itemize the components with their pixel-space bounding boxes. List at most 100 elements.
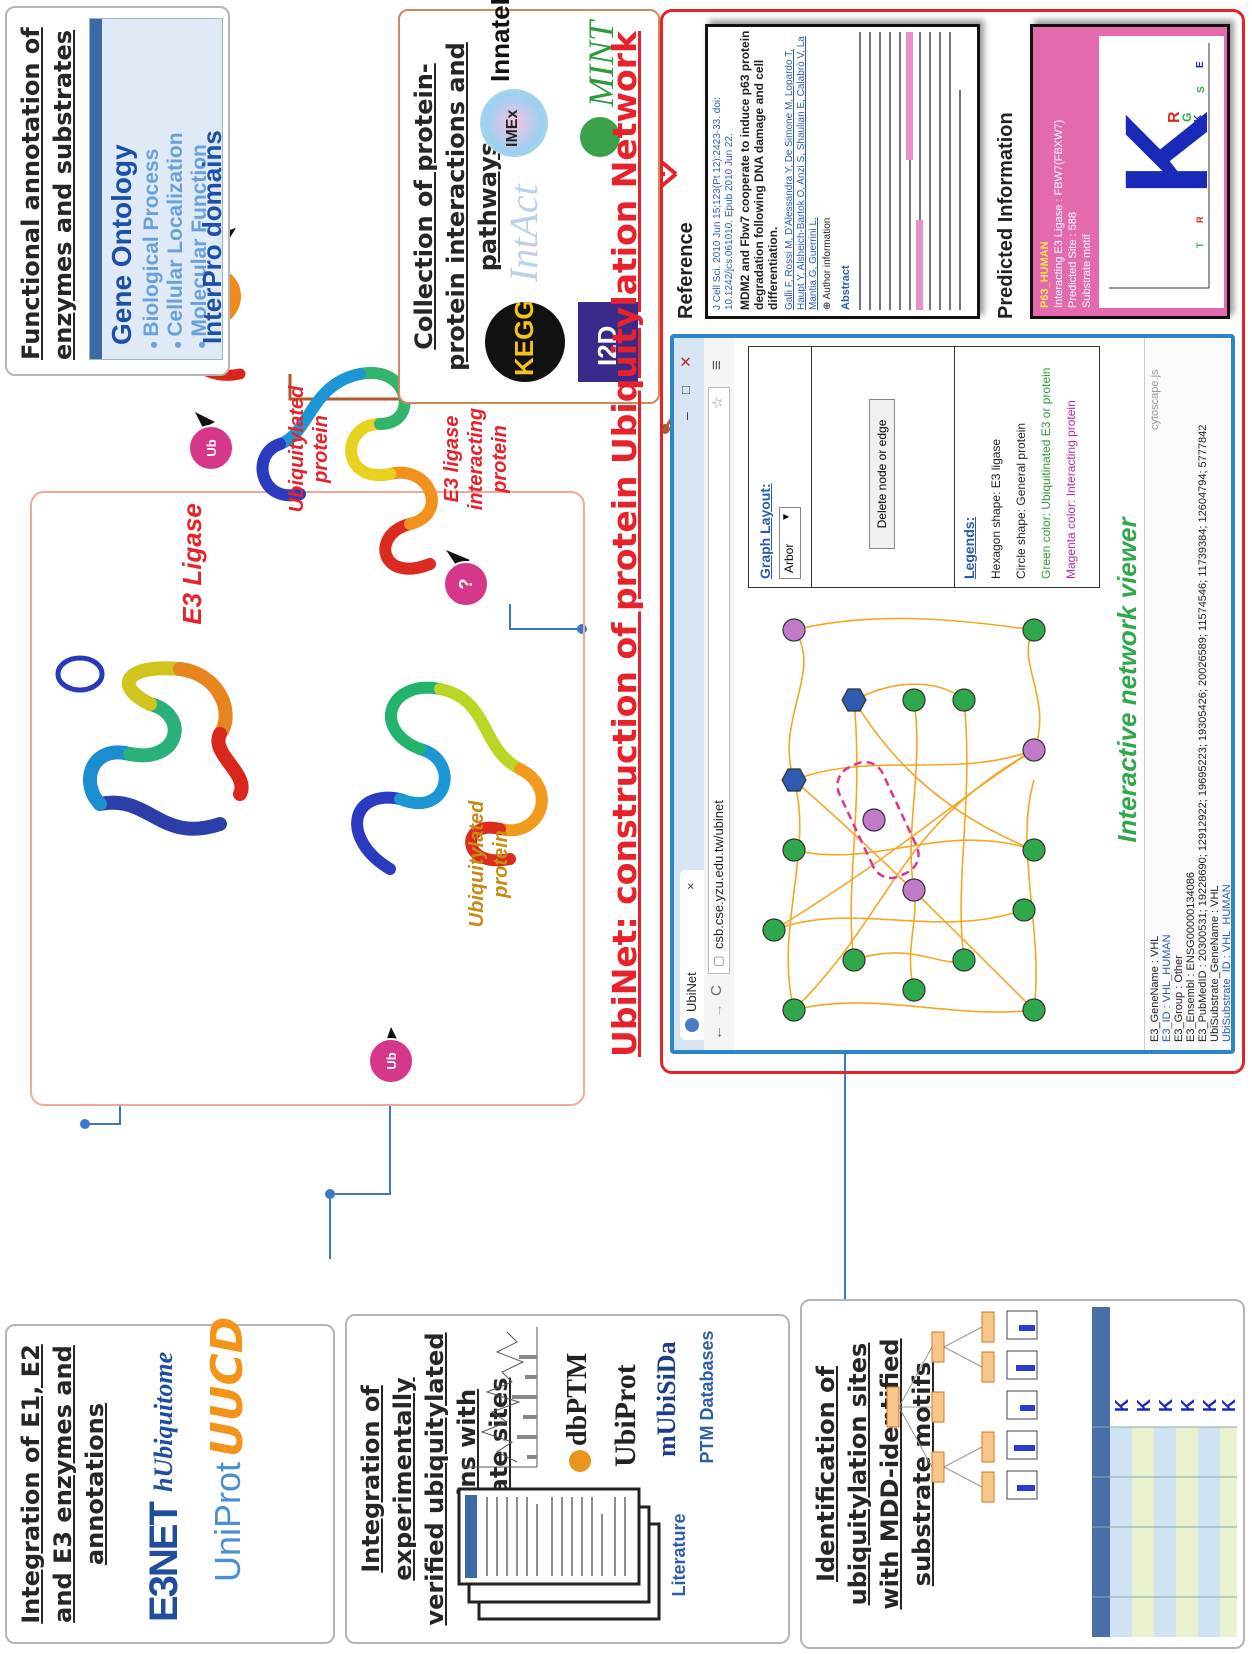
ubiquitylated-protein-left-structure	[351, 681, 548, 875]
reference-author-info-text: Author information	[822, 217, 833, 300]
ubinet-title: UbiNet: construction of protein Ubiquity…	[605, 14, 644, 1074]
maximize-icon[interactable]: □	[678, 386, 693, 394]
predicted-motif-label: Substrate motif	[1081, 234, 1093, 308]
reference-paper-title: MDM2 and Fbw7 cooperate to induce p63 pr…	[738, 30, 780, 310]
graph-layout-label: Graph Layout:	[757, 483, 773, 579]
identification-box: Identification of ubiquitylation sites w…	[800, 1299, 1245, 1649]
graph-controls: Graph Layout: Arbor ▼ Delete node or edg…	[748, 346, 1100, 588]
menu-icon[interactable]: ≡	[707, 360, 726, 370]
question-marker-text: ?	[456, 579, 476, 590]
info-e3-group: E3_Group : Other	[1173, 955, 1185, 1042]
ubinet-title-n: N	[605, 160, 644, 189]
reference-citation: J Cell Sci. 2010 Jun 15;123(Pt 12):2423-…	[712, 97, 735, 310]
node-info: E3_GeneName : VHL E3_ID : VHL_HUMAN E3_G…	[1144, 338, 1235, 1050]
plus-icon: ⊕	[822, 299, 833, 310]
ubinet-title-name: UbiNet	[605, 929, 644, 1057]
forward-icon[interactable]: →	[709, 1003, 726, 1018]
cytoscape-credit: cytoscape.js	[1149, 369, 1161, 430]
e3-ligase-label: E3 Ligase	[177, 503, 207, 625]
literature-label: Literature	[669, 1513, 689, 1597]
address-bar[interactable]: ▢ csb.cse.yzu.edu.tw/ubinet ☆	[708, 387, 730, 974]
dbptm-globe-icon	[568, 1450, 591, 1472]
layout-select-value: Arbor	[782, 543, 796, 573]
info-e3-pubmed[interactable]: E3_PubMedID : 20300531; 19228690; 129129…	[1197, 424, 1209, 1042]
mubisida-logo: mUbiSiDa	[652, 1341, 681, 1457]
svg-text:K: K	[1156, 1399, 1176, 1412]
bullet-icon: ●	[169, 336, 185, 349]
window-close-icon[interactable]: ✕	[678, 355, 695, 368]
svg-text:K: K	[1112, 1399, 1132, 1412]
intact-logo: IntAct	[501, 184, 546, 282]
browser-tab[interactable]: UbiNet ×	[680, 870, 704, 1040]
ubinet-title-q: quitylation	[605, 188, 644, 403]
question-marker: ?	[443, 550, 489, 607]
chevron-down-icon: ▼	[781, 512, 792, 522]
predicted-site: Predicted Site : 588	[1067, 211, 1079, 308]
e3-ligase-structure	[55, 655, 249, 836]
svg-text:R: R	[1166, 111, 1183, 123]
imex-logo: IMEx	[480, 89, 548, 157]
browser-toolbar: ← → C ▢ csb.cse.yzu.edu.tw/ubinet ☆ ≡	[704, 338, 735, 1050]
predicted-protein: P63_HUMAN	[1039, 241, 1051, 308]
browser-window: UbiNet × – □ ✕ ← → C ▢ csb.cse.yzu.edu.t…	[670, 334, 1235, 1054]
legend-magenta: Magenta color: Interacting protein	[1064, 400, 1078, 579]
kegg-text: KEGG	[509, 302, 539, 376]
reference-author-info[interactable]: ⊕ Author information	[822, 218, 833, 310]
ub-marker-left: Ub	[368, 1027, 414, 1084]
integration-box: Integration of E1, E2 and E3 enzymes and…	[5, 1317, 335, 1644]
bullet-icon: ●	[145, 336, 161, 349]
info-substrate-gene: UbiSubstrate_GeneName : VHL	[1209, 885, 1221, 1042]
star-icon[interactable]: ☆	[709, 396, 725, 409]
browser-tab-icon	[685, 1018, 699, 1032]
site-chart-icon	[462, 1327, 538, 1468]
hubiquitome-logo: hUbiquitome	[149, 1351, 178, 1492]
e3net-logo: E3NET	[142, 1503, 186, 1622]
layout-select[interactable]: Arbor ▼	[779, 507, 801, 579]
legend-hexagon: Hexagon shape: E3 ligase	[989, 438, 1003, 579]
svg-text:K: K	[1200, 1399, 1220, 1412]
interpro-item: InterPro domains	[197, 130, 227, 344]
biological-process-text: Biological Process	[140, 148, 163, 337]
ubinet-title-middle: : construction of protein	[605, 464, 644, 930]
dbptm-logo: dbPTM	[562, 1353, 594, 1472]
network-viewer-label: Interactive network viewer	[1112, 517, 1142, 843]
imex-text: IMEx	[504, 109, 521, 147]
legends-label: Legends:	[961, 516, 977, 579]
predicted-e3: Interacting E3 Ligase : FBW7(FBXW7)	[1053, 119, 1065, 308]
network-graph	[762, 617, 1046, 1022]
gene-ontology-item: Gene Ontology	[106, 144, 137, 345]
info-e3-id[interactable]: E3_ID : VHL_HUMAN	[1161, 934, 1173, 1042]
ptm-databases-label: PTM Databases	[697, 1330, 717, 1464]
info-substrate-id[interactable]: UbiSubstrate_ID : VHL_HUMAN	[1221, 884, 1233, 1042]
network-canvas[interactable]: Graph Layout: Arbor ▼ Delete node or edg…	[734, 338, 1112, 1050]
section-divider	[811, 347, 812, 587]
reference-card: J Cell Sci. 2010 Jun 15;123(Pt 12):2423-…	[705, 24, 980, 319]
svg-text:K: K	[1178, 1399, 1198, 1412]
predicted-label: Predicted Information	[995, 112, 1017, 319]
cellular-localization-item: ● Cellular Localization	[164, 132, 188, 349]
browser-tabbar: UbiNet × – □ ✕	[674, 338, 704, 1050]
kegg-logo: KEGG	[485, 302, 565, 382]
reference-abstract-label: Abstract	[840, 265, 852, 310]
address-text: csb.cse.yzu.edu.tw/ubinet	[711, 800, 726, 949]
legend-circle: Circle shape: General protein	[1014, 422, 1028, 579]
legend-green: Green color: Ubiquitinated E3 or protein	[1039, 367, 1053, 579]
svg-text:E: E	[1195, 61, 1206, 68]
functional-box: Functional annotation of enzymes and sub…	[5, 6, 230, 376]
abstract-text-lines	[859, 32, 961, 310]
mdd-tree-icon	[886, 1310, 1038, 1503]
ubinet-title-ubi: Ubi	[605, 402, 644, 464]
minimize-icon[interactable]: –	[678, 412, 694, 420]
integration-title: Integration of E1, E2 and E3 enzymes and…	[17, 1344, 109, 1624]
svg-text:S: S	[1196, 86, 1207, 93]
close-icon[interactable]: ×	[683, 882, 698, 890]
info-e3-ensembl: E3_Ensembl : ENSG00000134086	[1185, 871, 1197, 1042]
svg-text:G: G	[1180, 113, 1194, 122]
delete-node-button[interactable]: Delete node or edge	[869, 399, 895, 549]
reference-authors: Galli F, Rossi M, D'Alessandra Y, De Sim…	[784, 36, 819, 310]
cellular-localization-text: Cellular Localization	[164, 132, 187, 337]
back-icon[interactable]: ←	[709, 1025, 726, 1040]
reload-icon[interactable]: C	[708, 985, 725, 996]
